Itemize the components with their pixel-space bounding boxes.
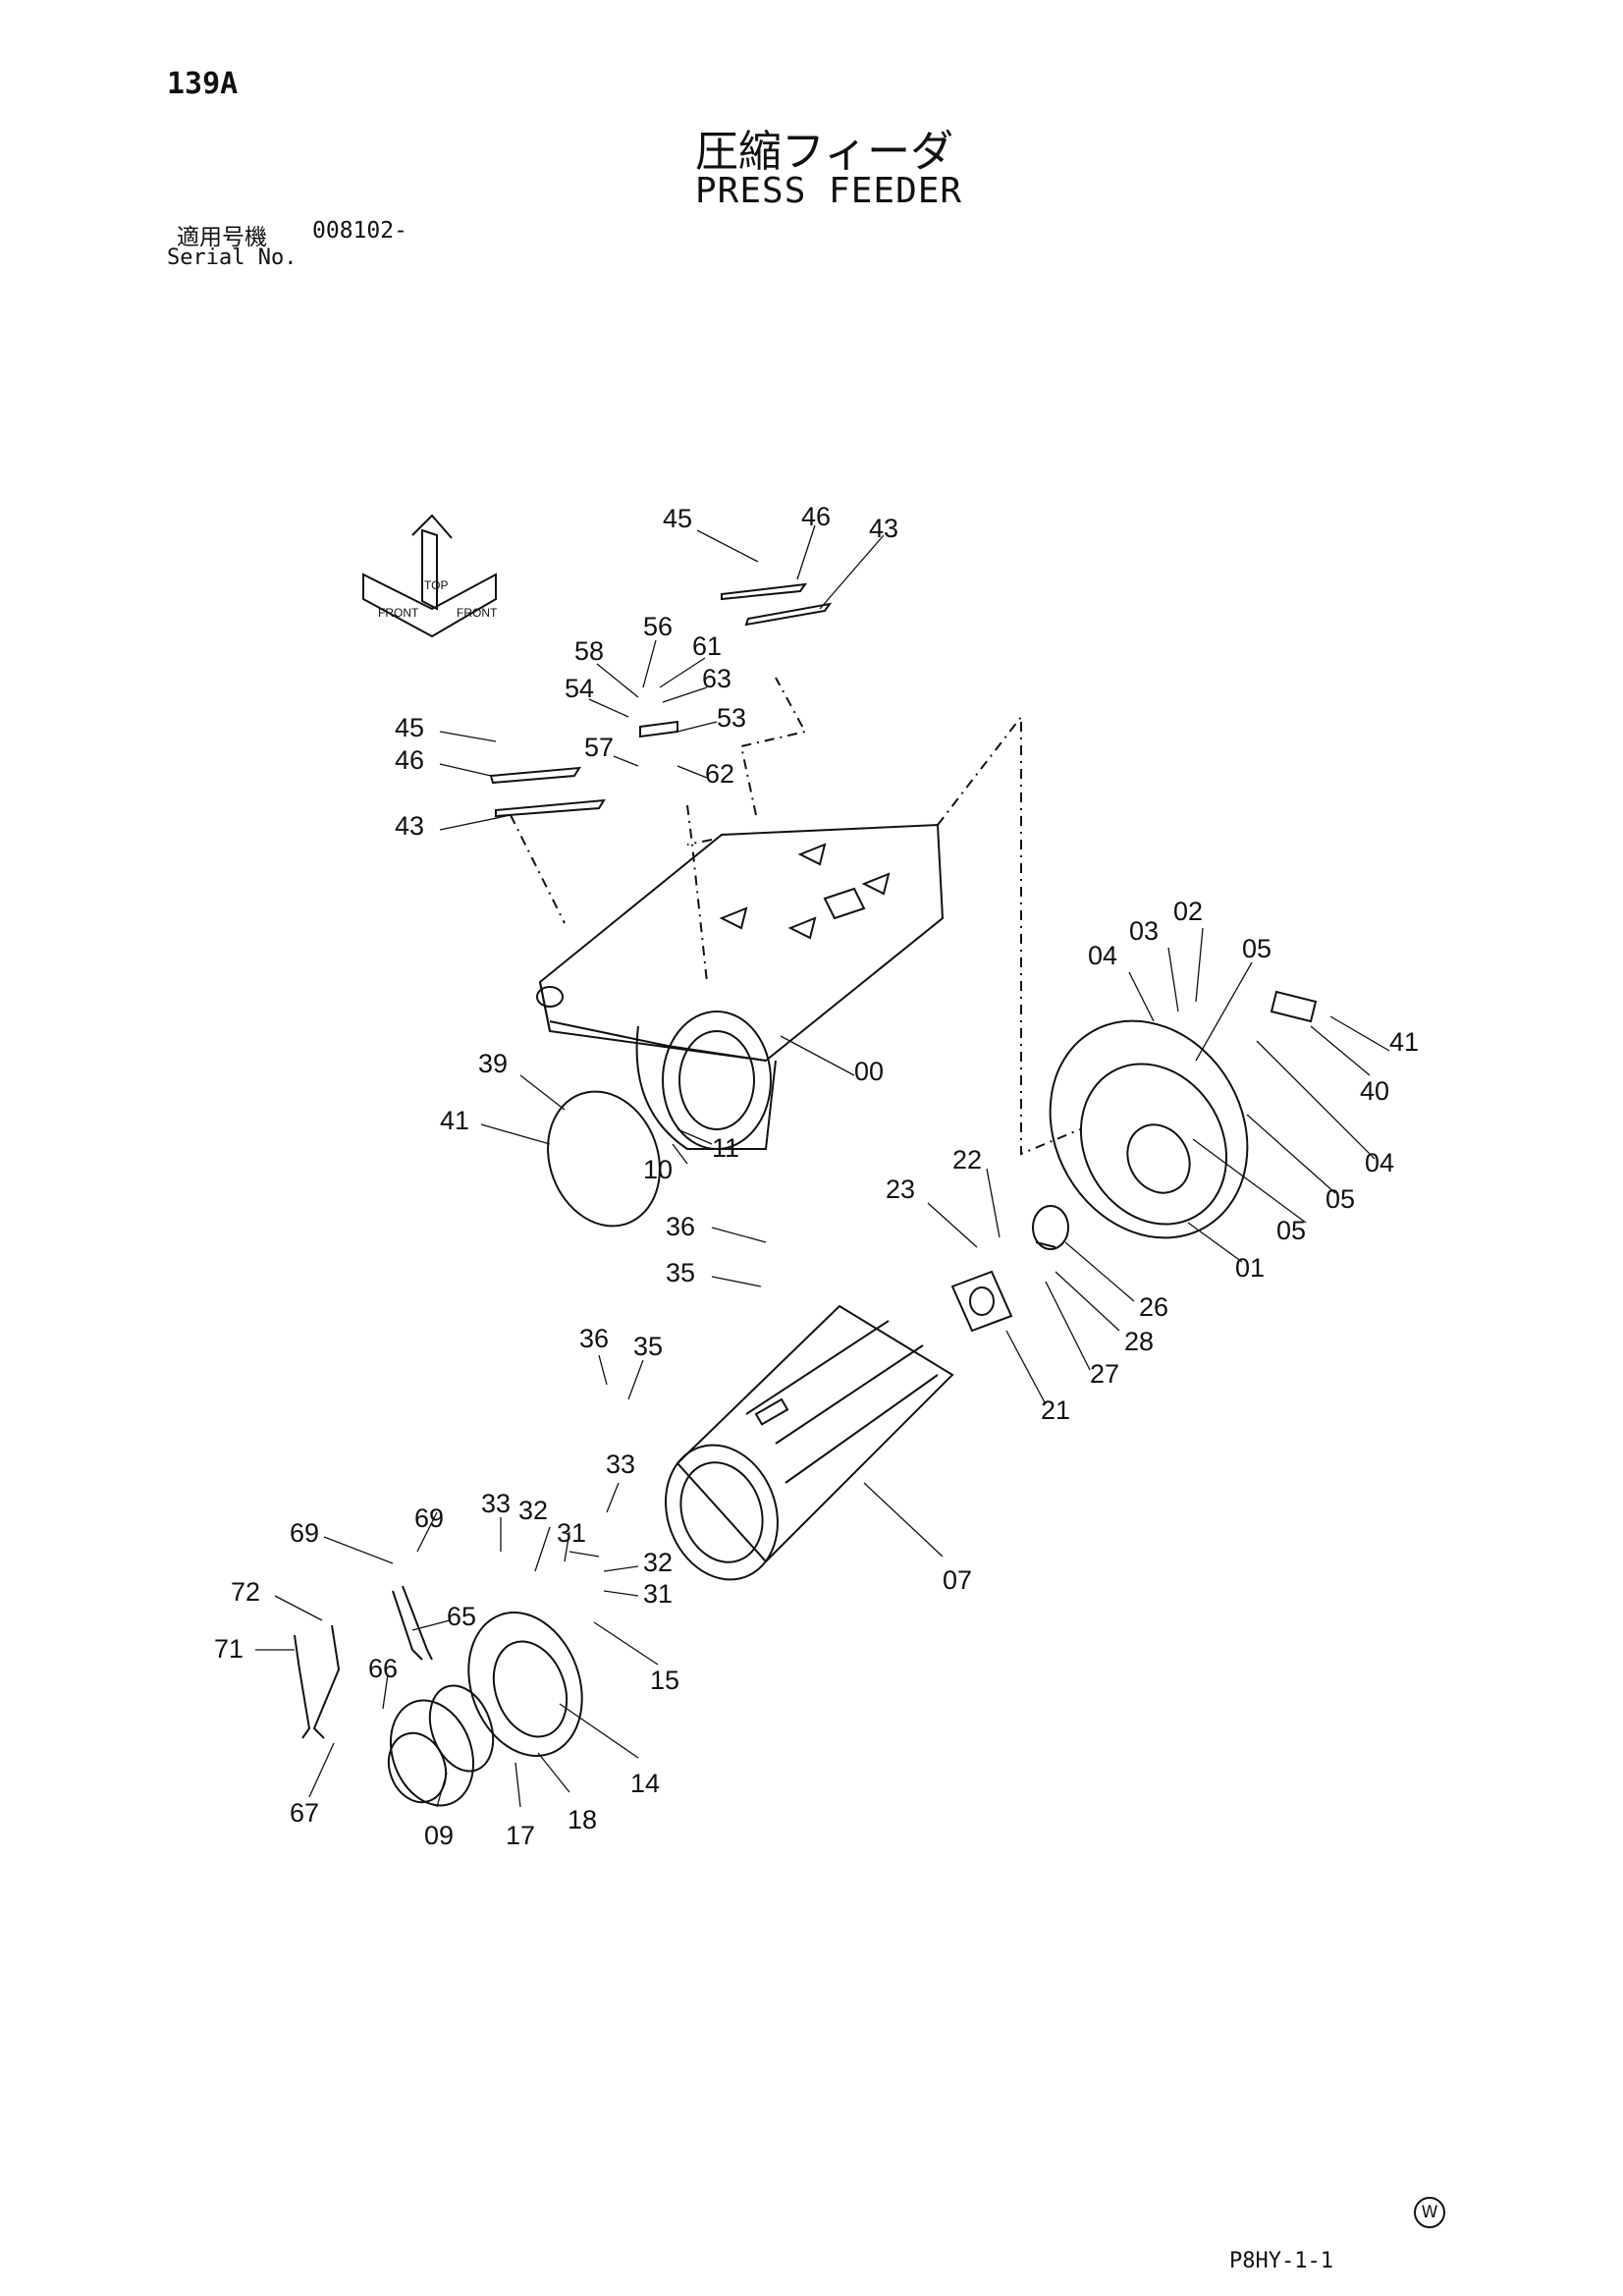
callout-35-mid: 35 [633, 1332, 663, 1361]
callout-14: 14 [630, 1769, 660, 1798]
callout-21: 21 [1041, 1395, 1070, 1425]
callout-01: 01 [1235, 1253, 1265, 1283]
callout-62: 62 [705, 759, 734, 789]
callout-31-top: 31 [557, 1518, 586, 1548]
callout-02: 02 [1173, 897, 1203, 926]
callout-04-right: 04 [1365, 1148, 1394, 1177]
callout-10: 10 [643, 1155, 673, 1184]
callout-22: 22 [952, 1145, 982, 1175]
callout-33-left: 33 [481, 1489, 511, 1518]
page-title-jp: 圧縮フィーダ [695, 127, 954, 177]
callout-17: 17 [506, 1821, 535, 1850]
callout-46-left: 46 [395, 745, 424, 775]
drum-shape [665, 1304, 954, 1581]
callout-56: 56 [643, 612, 673, 641]
orientation-label-front-right: FRONT [457, 606, 498, 620]
page-number: 139A [167, 67, 239, 101]
callout-39: 39 [478, 1049, 508, 1078]
callout-69-right: 69 [414, 1503, 444, 1533]
callout-41-right: 41 [1389, 1027, 1419, 1057]
callout-26: 26 [1139, 1292, 1168, 1322]
callout-41-left: 41 [440, 1106, 469, 1135]
callout-27: 27 [1090, 1359, 1119, 1389]
callout-15: 15 [650, 1666, 679, 1695]
callout-23: 23 [886, 1175, 915, 1204]
serial-value: 008102- [312, 218, 407, 244]
callout-71: 71 [214, 1634, 243, 1664]
callout-36-mid: 36 [579, 1324, 609, 1353]
callout-00: 00 [854, 1057, 884, 1086]
callout-57: 57 [584, 733, 614, 762]
callout-46-top: 46 [801, 502, 831, 531]
callout-40: 40 [1360, 1076, 1389, 1106]
serial-label-jp: 適用号機 [177, 225, 267, 250]
page-title-en: PRESS FEEDER [695, 171, 963, 211]
callout-67: 67 [290, 1798, 319, 1828]
main-frame-shape [536, 677, 1081, 1156]
callout-18: 18 [568, 1805, 597, 1834]
callout-05-right: 05 [1325, 1184, 1355, 1214]
callout-04-top: 04 [1088, 941, 1117, 970]
callout-45-top: 45 [663, 504, 692, 533]
callout-36-top: 36 [666, 1212, 695, 1241]
callout-53: 53 [717, 703, 746, 733]
callout-54: 54 [565, 674, 594, 703]
callout-63: 63 [702, 664, 731, 693]
callout-05-top: 05 [1242, 934, 1271, 963]
orientation-label-top: TOP [424, 578, 448, 592]
callout-32-right: 32 [643, 1548, 673, 1577]
callout-69-left: 69 [290, 1518, 319, 1548]
callout-03: 03 [1129, 916, 1159, 946]
wear-plates-shape [489, 582, 833, 983]
w-mark-icon: W [1414, 2197, 1445, 2228]
callout-32-left: 32 [518, 1496, 548, 1525]
callout-28: 28 [1124, 1327, 1154, 1356]
serial-label-en: Serial No. [167, 246, 298, 270]
callout-35-top: 35 [666, 1258, 695, 1287]
bearing-assembly-shape [950, 1205, 1069, 1333]
ring-flange-shape [467, 1612, 583, 1757]
callout-09: 09 [424, 1821, 454, 1850]
callout-43-left: 43 [395, 811, 424, 841]
orientation-label-front-left: FRONT [378, 606, 419, 620]
callout-43-top: 43 [869, 514, 898, 543]
callout-65: 65 [447, 1602, 476, 1631]
side-cover-shape [547, 1090, 661, 1228]
callout-61: 61 [692, 631, 722, 661]
callout-11: 11 [712, 1133, 739, 1163]
footer-code: P8HY-1-1 [1229, 2249, 1333, 2273]
callout-07: 07 [943, 1565, 972, 1595]
callout-31-lower: 31 [643, 1579, 673, 1609]
callout-58: 58 [574, 636, 604, 666]
callout-72: 72 [231, 1577, 260, 1607]
callout-05-lower: 05 [1276, 1216, 1306, 1245]
orientation-arrows-icon: FRONT TOP FRONT [362, 514, 498, 638]
hydraulic-motor-shape [294, 1585, 495, 1807]
callout-labels: 45 46 43 56 61 63 58 54 53 57 62 45 46 4… [214, 502, 1419, 1850]
callout-45-left: 45 [395, 713, 424, 742]
end-cap-shape [1049, 990, 1318, 1239]
callout-66: 66 [368, 1654, 398, 1683]
callout-33-right: 33 [606, 1449, 635, 1479]
